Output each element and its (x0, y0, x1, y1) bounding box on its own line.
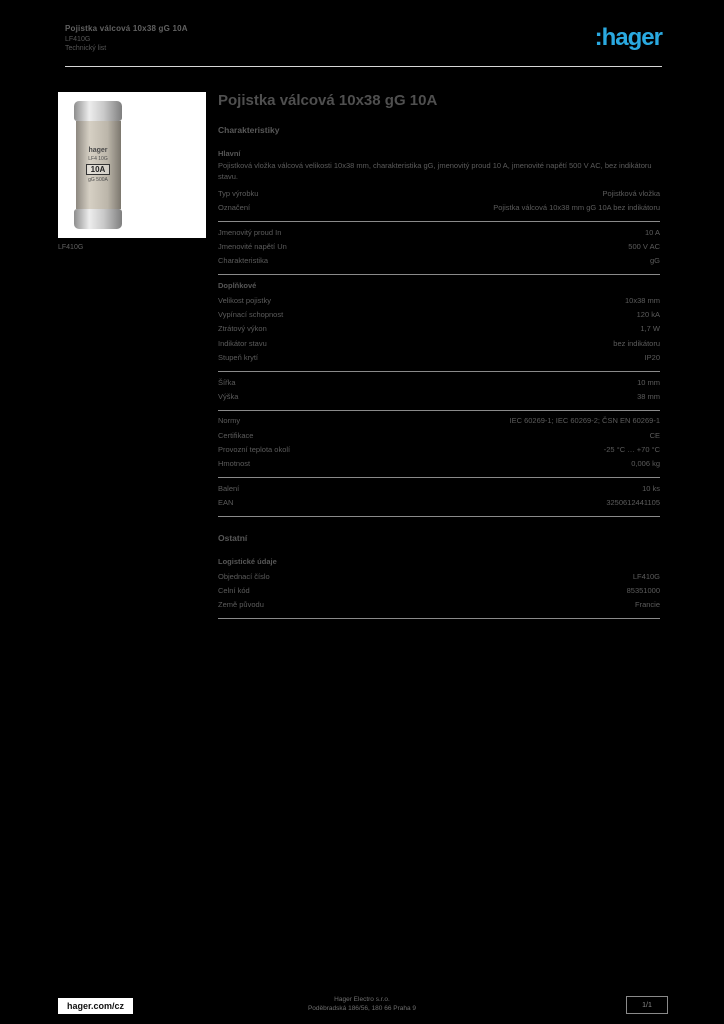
spec-label: Charakteristika (218, 256, 269, 266)
spec-row: Jmenovitý proud In 10 A (218, 225, 660, 239)
spec-value: 10 A (644, 227, 660, 237)
spec-value: Pojistka válcová 10x38 mm gG 10A bez ind… (493, 203, 660, 213)
spec-row: Typ výrobku Pojistková vložka (218, 186, 660, 200)
spec-row: EAN 3250612441105 (218, 496, 660, 510)
spec-label: Výška (218, 391, 239, 401)
spec-value: LF410G (632, 571, 660, 581)
spec-label: EAN (218, 498, 234, 508)
spec-label: Stupeň krytí (218, 353, 259, 363)
spec-value: gG (649, 256, 660, 266)
spec-label: Typ výrobku (218, 188, 259, 198)
spec-value: IEC 60269-1; IEC 60269-2; ČSN EN 60269-1 (509, 416, 660, 426)
spec-value: CE (649, 430, 660, 440)
spec-row: Provozní teplota okolí -25 °C … +70 °C (218, 443, 660, 457)
section-title-characteristics: Charakteristiky (218, 125, 280, 136)
spec-group-packaging: Balení 10 ks EAN 3250612441105 (218, 478, 660, 517)
spec-label: Ztrátový výkon (218, 324, 267, 334)
spec-row: Stupeň krytí IP20 (218, 351, 660, 365)
footer-website-link[interactable]: hager.com/cz (58, 998, 134, 1014)
spec-label: Šířka (218, 377, 236, 387)
spec-value: Francie (634, 600, 660, 610)
group-label-extra: Doplňkové (218, 281, 257, 291)
header-doc-type: Technický list (65, 45, 107, 52)
spec-label: Certifikace (218, 430, 254, 440)
spec-value: 0,006 kg (631, 459, 660, 469)
fuse-reference-label: LF4 10G (88, 156, 108, 162)
product-photo: hager LF4 10G 10A gG 500A (58, 92, 206, 238)
spec-row: Certifikace CE (218, 428, 660, 442)
spec-row: Objednací číslo LF410G (218, 569, 660, 583)
spec-row: Normy IEC 60269-1; IEC 60269-2; ČSN EN 6… (218, 414, 660, 428)
group-label-logistics: Logistické údaje (218, 557, 277, 566)
footer-company-info: Hager Electro s.r.o. Poděbradská 186/56,… (262, 995, 462, 1015)
spec-label: Velikost pojistky (218, 295, 271, 305)
spec-label: Provozní teplota okolí (218, 445, 291, 454)
header-divider (65, 66, 662, 67)
spec-row: Hmotnost 0,006 kg (218, 457, 660, 471)
spec-row: Jmenovité napětí Un 500 V AC (218, 239, 660, 253)
hager-logo: :hager (594, 24, 663, 51)
spec-value: 120 kA (636, 310, 660, 319)
photo-caption: LF410G (58, 244, 84, 251)
fuse-characteristic-label: gG 500A (88, 177, 108, 183)
spec-value: 500 V AC (628, 241, 660, 251)
spec-label: Jmenovité napětí Un (218, 241, 287, 251)
page-title: Pojistka válcová 10x38 gG 10A (218, 92, 438, 109)
spec-label: Označení (218, 203, 251, 213)
spec-row: Výška 38 mm (218, 389, 660, 403)
section-title-other: Ostatní (218, 533, 248, 543)
spec-value: 10x38 mm (624, 295, 660, 305)
spec-value: Pojistková vložka (602, 188, 660, 198)
spec-group-logistics: Logistické údaje Objednací číslo LF410G … (218, 551, 660, 620)
fuse-cap-bottom (74, 209, 122, 229)
spec-value: 38 mm (637, 391, 660, 401)
spec-label: Vypínací schopnost (218, 310, 284, 319)
spec-value: 85351000 (626, 585, 660, 595)
spec-row: Označení Pojistka válcová 10x38 mm gG 10… (218, 201, 660, 215)
fuse-rating-label: 10A (85, 164, 111, 175)
spec-row: Celní kód 85351000 (218, 583, 660, 597)
spec-label: Objednací číslo (218, 571, 270, 581)
spec-row: Vypínací schopnost 120 kA (218, 308, 660, 322)
spec-value: 10 mm (637, 377, 660, 387)
footer-page-number: 1/1 (626, 996, 668, 1014)
spec-row: Ztrátový výkon 1,7 W (218, 322, 660, 336)
spec-value: 1,7 W (640, 324, 660, 334)
spec-value: 10 ks (642, 483, 660, 493)
spec-value: bez indikátoru (613, 338, 660, 348)
spec-label: Indikátor stavu (218, 338, 267, 348)
footer-company-address: Poděbradská 186/56, 180 66 Praha 9 (307, 1005, 417, 1013)
main-content: Pojistka válcová 10x38 gG 10A Charakteri… (218, 92, 660, 620)
header-reference: LF410G (65, 36, 91, 43)
header-product-family: Pojistka válcová 10x38 gG 10A (65, 24, 188, 33)
spec-label: Jmenovitý proud In (218, 227, 282, 237)
product-description: Pojistková vložka válcová velikosti 10x3… (218, 161, 652, 181)
spec-label: Celní kód (218, 585, 250, 595)
spec-row: Země původu Francie (218, 598, 660, 612)
fuse-image: hager LF4 10G 10A gG 500A (74, 101, 122, 229)
spec-value: IP20 (644, 353, 660, 363)
group-label-main: Hlavní (218, 149, 241, 159)
spec-label: Hmotnost (218, 459, 251, 469)
fuse-cap-top (74, 101, 122, 121)
spec-label: Normy (218, 416, 241, 426)
spec-group-extra: Doplňkové Velikost pojistky 10x38 mm Vyp… (218, 275, 660, 372)
spec-value: 3250612441105 (606, 498, 660, 508)
fuse-body: hager LF4 10G 10A gG 500A (75, 121, 121, 209)
spec-row: Charakteristika gG (218, 254, 660, 268)
spec-row: Velikost pojistky 10x38 mm (218, 293, 660, 307)
spec-group-standards: Normy IEC 60269-1; IEC 60269-2; ČSN EN 6… (218, 411, 660, 479)
spec-row: Indikátor stavu bez indikátoru (218, 336, 660, 350)
header: Pojistka válcová 10x38 gG 10A LF410G Tec… (65, 24, 663, 64)
spec-group-main: Hlavní Pojistková vložka válcová velikos… (218, 143, 660, 222)
spec-label: Balení (218, 483, 240, 493)
footer-company-name: Hager Electro s.r.o. (334, 995, 390, 1003)
spec-value: -25 °C … +70 °C (603, 445, 660, 454)
spec-row: Šířka 10 mm (218, 375, 660, 389)
spec-label: Země původu (218, 600, 264, 610)
spec-group-dimensions: Šířka 10 mm Výška 38 mm (218, 372, 660, 411)
spec-group-ratings: Jmenovitý proud In 10 A Jmenovité napětí… (218, 222, 660, 276)
fuse-brand-label: hager (88, 147, 108, 154)
spec-row: Balení 10 ks (218, 481, 660, 495)
